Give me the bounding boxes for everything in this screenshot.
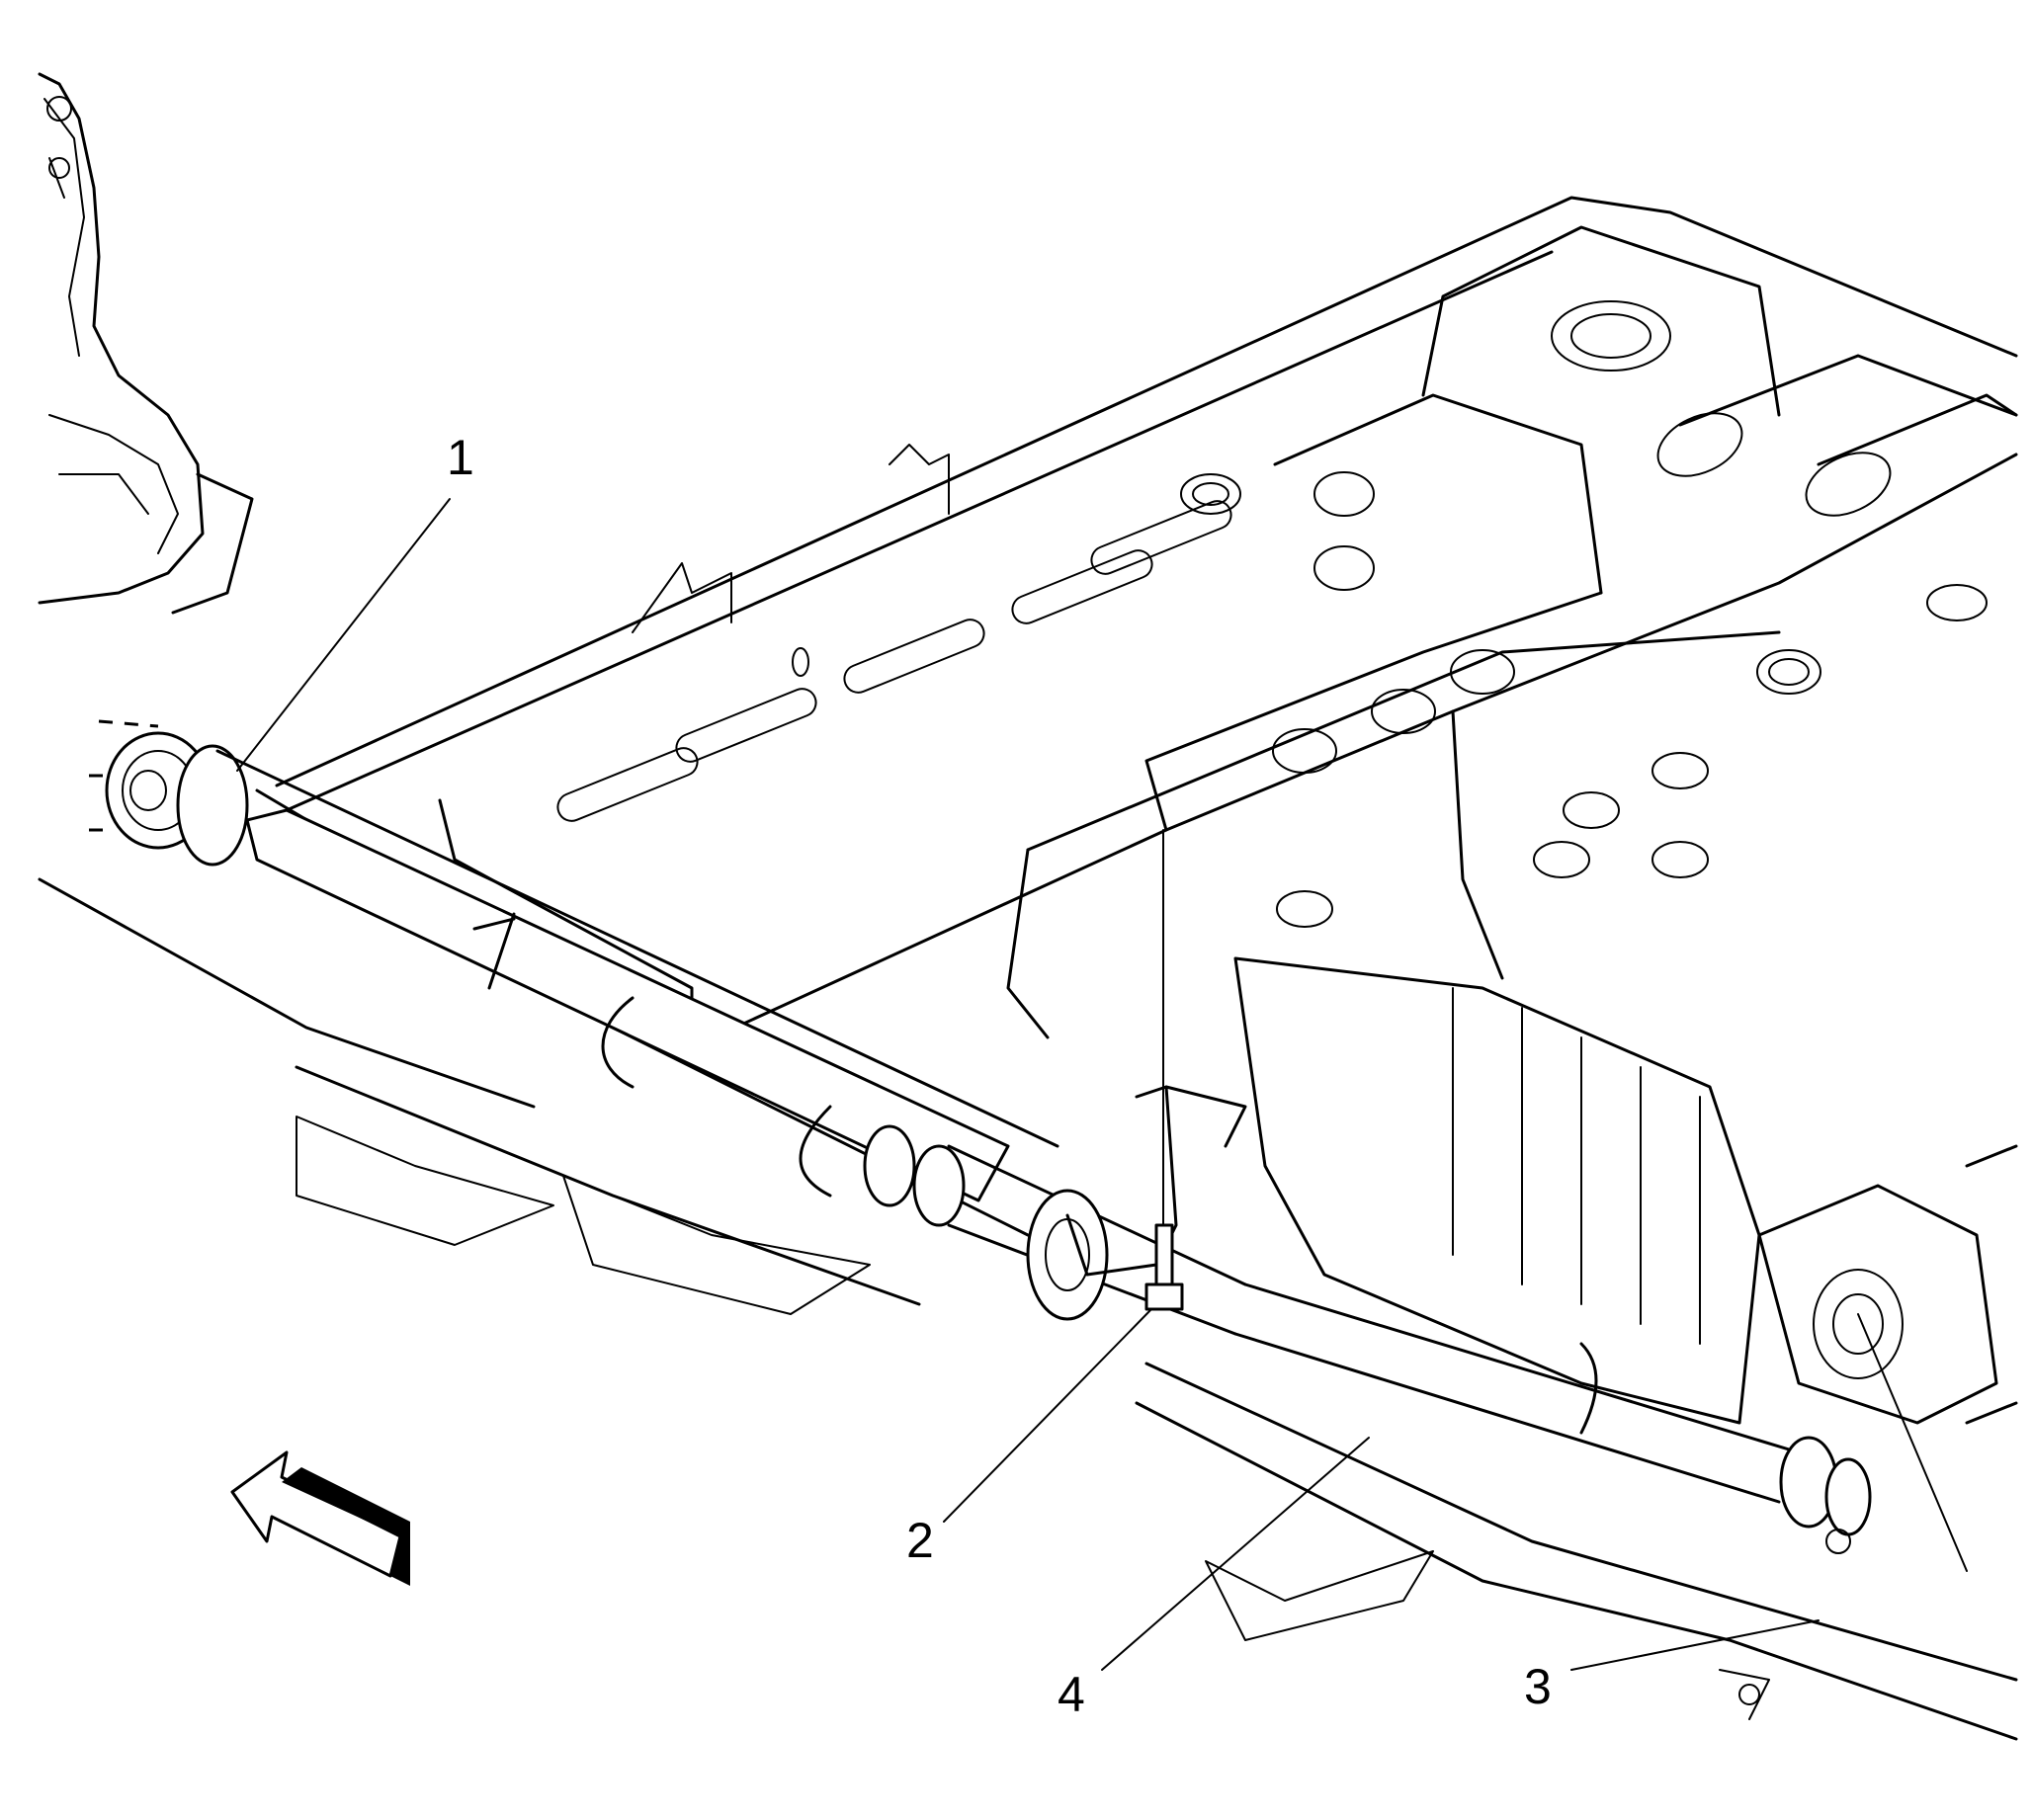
leader-line-1: [236, 498, 451, 772]
callout-3: 3: [1524, 1659, 1552, 1714]
transmission: [38, 72, 254, 615]
callout-leaders: [236, 498, 1968, 1671]
leader-line-4: [1101, 1437, 1370, 1671]
callout-4: 4: [1058, 1667, 1085, 1722]
center-tunnel: [1006, 630, 1781, 1039]
leader-line-2: [943, 1308, 1152, 1523]
leader-line-3: [1570, 1619, 1820, 1671]
callout-2: 2: [906, 1513, 934, 1568]
callout-1: 1: [447, 430, 474, 485]
rear-crossmember: [1273, 225, 2018, 695]
propeller-shaft: [89, 719, 1872, 1554]
center-bearing-bracket: [1065, 829, 1247, 1311]
forward-direction-arrow-icon: [230, 1450, 410, 1586]
heat-shield: [1233, 956, 1761, 1425]
lower-rails: [38, 877, 2018, 1741]
rear-differential: [1757, 1144, 2018, 1425]
underbody-floor-pan: [255, 196, 2018, 1049]
leader-line-3b: [1857, 1313, 1968, 1572]
